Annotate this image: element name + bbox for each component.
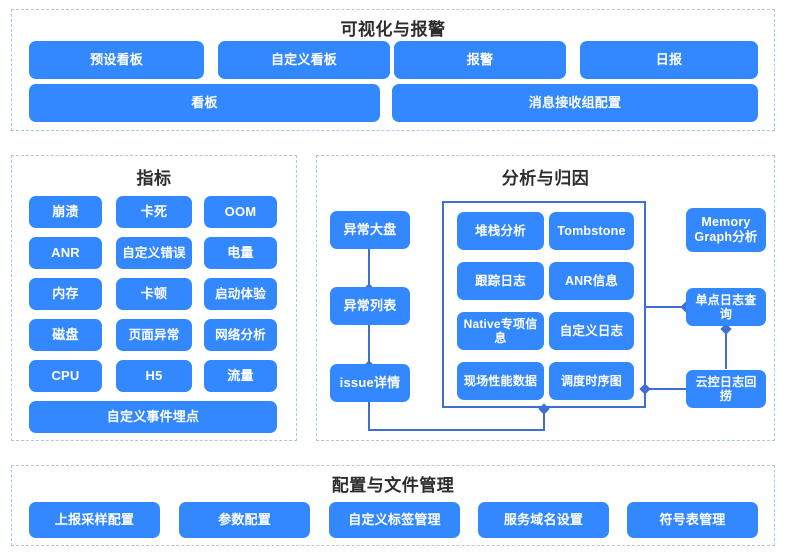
config-symbol-table-management[interactable]: 符号表管理 [627, 502, 758, 538]
button-preset-dashboard[interactable]: 预设看板 [29, 41, 204, 79]
metric-startup-experience[interactable]: 启动体验 [204, 278, 277, 310]
section-title-metrics: 指标 [136, 169, 172, 188]
metric-page-exception[interactable]: 页面异常 [116, 319, 192, 351]
flow-issue-detail[interactable]: issue详情 [330, 364, 410, 402]
section-title-visualization: 可视化与报警 [340, 20, 446, 39]
metric-custom-event-tracking[interactable]: 自定义事件埋点 [29, 401, 277, 433]
config-report-sampling[interactable]: 上报采样配置 [29, 502, 160, 538]
config-parameter[interactable]: 参数配置 [179, 502, 310, 538]
detail-native-special-info[interactable]: Native专项信息 [457, 312, 544, 350]
metric-anr[interactable]: ANR [29, 237, 102, 269]
metric-lag[interactable]: 卡顿 [116, 278, 192, 310]
right-cloud-log-retrieval[interactable]: 云控日志回捞 [686, 370, 766, 408]
detail-anr-info[interactable]: ANR信息 [549, 262, 634, 300]
config-service-domain-setting[interactable]: 服务域名设置 [478, 502, 609, 538]
section-title-configuration: 配置与文件管理 [331, 476, 455, 495]
metric-disk[interactable]: 磁盘 [29, 319, 102, 351]
button-daily-report[interactable]: 日报 [580, 41, 758, 79]
right-single-log-query[interactable]: 单点日志查询 [686, 288, 766, 326]
section-title-analysis: 分析与归因 [501, 169, 590, 188]
metric-crash[interactable]: 崩溃 [29, 196, 102, 228]
flow-exception-list[interactable]: 异常列表 [330, 287, 410, 325]
metric-battery[interactable]: 电量 [204, 237, 277, 269]
flow-exception-overview[interactable]: 异常大盘 [330, 211, 410, 249]
metric-oom[interactable]: OOM [204, 196, 277, 228]
metric-freeze[interactable]: 卡死 [116, 196, 192, 228]
button-dashboard[interactable]: 看板 [29, 84, 380, 122]
button-custom-dashboard[interactable]: 自定义看板 [218, 41, 390, 79]
detail-custom-log[interactable]: 自定义日志 [549, 312, 634, 350]
detail-tombstone[interactable]: Tombstone [549, 212, 634, 250]
button-alarm[interactable]: 报警 [394, 41, 566, 79]
metric-cpu[interactable]: CPU [29, 360, 102, 392]
metric-traffic[interactable]: 流量 [204, 360, 277, 392]
detail-schedule-timing-chart[interactable]: 调度时序图 [549, 362, 634, 400]
metric-custom-error[interactable]: 自定义错误 [116, 237, 192, 269]
config-custom-tag-management[interactable]: 自定义标签管理 [329, 502, 460, 538]
metric-h5[interactable]: H5 [116, 360, 192, 392]
metric-memory[interactable]: 内存 [29, 278, 102, 310]
right-memory-graph-analysis[interactable]: Memory Graph分析 [686, 208, 766, 252]
detail-analysis-group [442, 201, 646, 408]
detail-onsite-performance-data[interactable]: 现场性能数据 [457, 362, 544, 400]
detail-stack-analysis[interactable]: 堆栈分析 [457, 212, 544, 250]
button-message-group-config[interactable]: 消息接收组配置 [392, 84, 758, 122]
detail-trace-log[interactable]: 跟踪日志 [457, 262, 544, 300]
metric-network-analysis[interactable]: 网络分析 [204, 319, 277, 351]
